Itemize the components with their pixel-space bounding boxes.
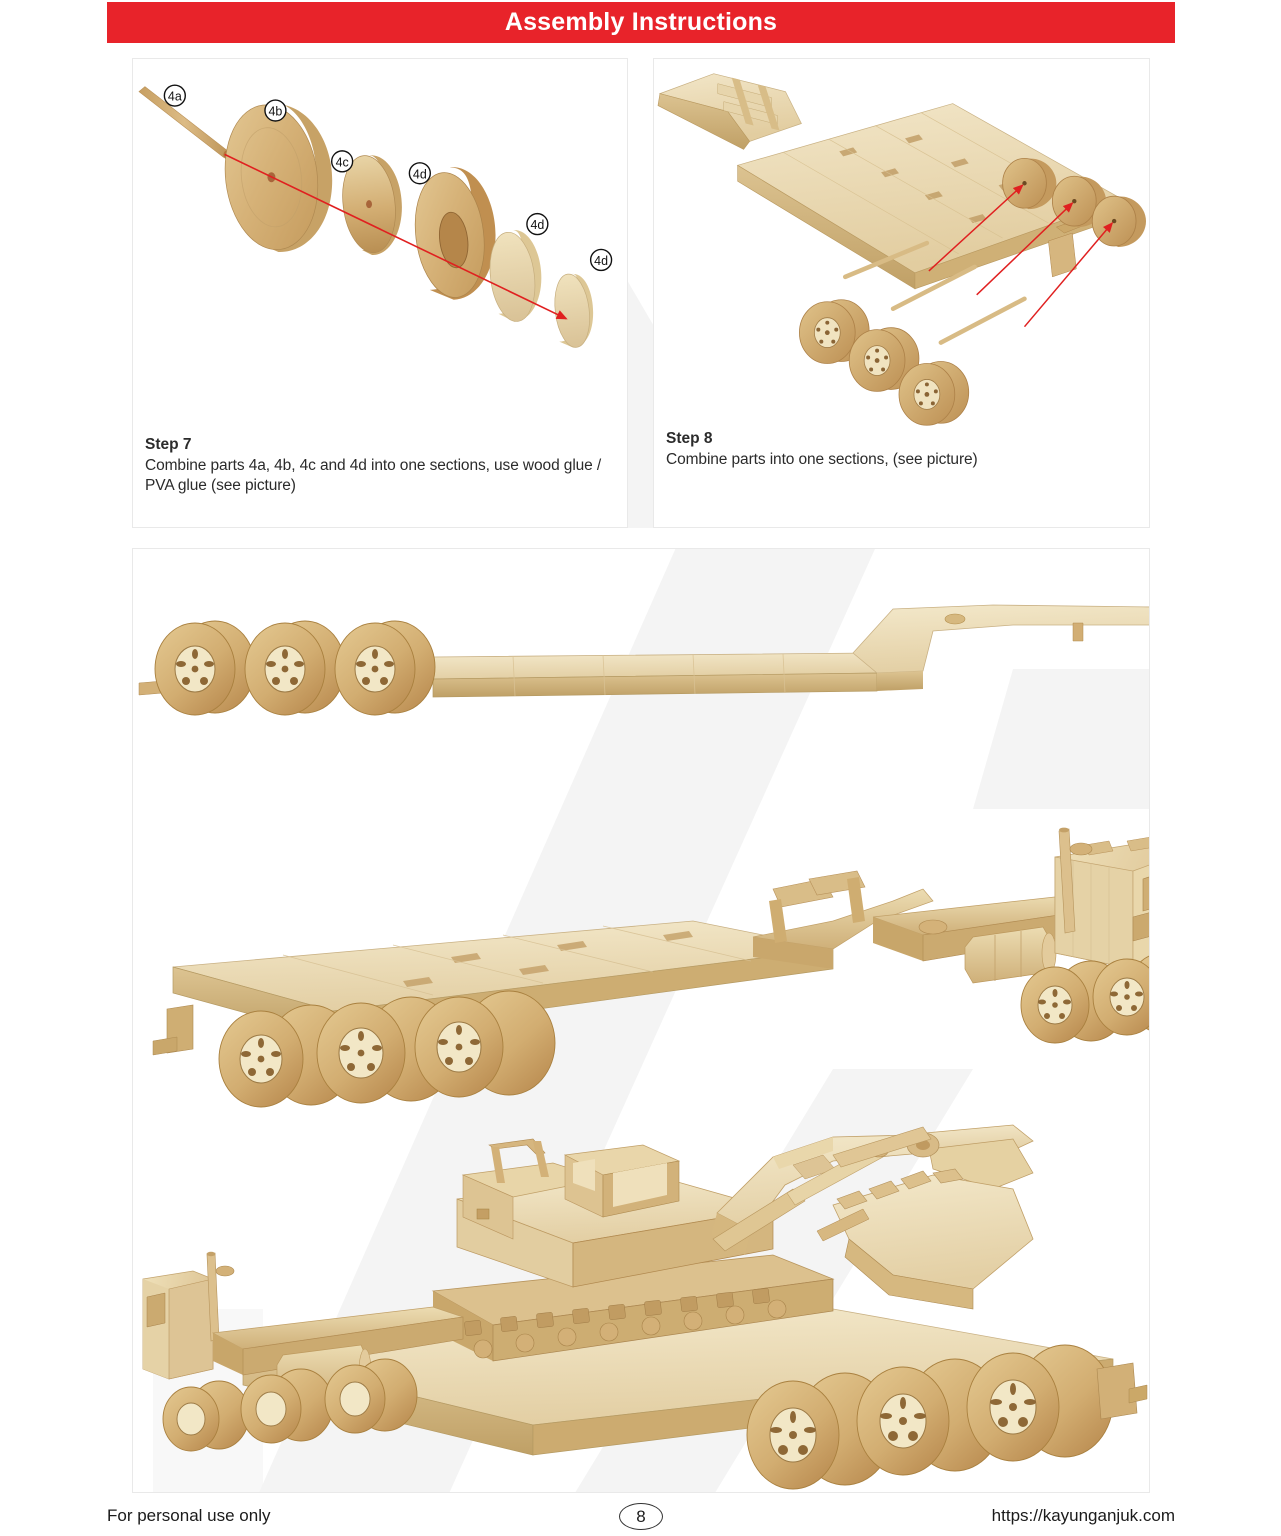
callout-4d-2: 4d: [526, 212, 549, 236]
step-7-text: Combine parts 4a, 4b, 4c and 4d into one…: [145, 456, 602, 495]
trailer-gooseneck: [657, 73, 802, 150]
gallery-item-truck-and-trailer: [152, 827, 1149, 1108]
loose-wheel-1: [1002, 157, 1057, 210]
page-title: Assembly Instructions: [504, 8, 778, 36]
step-8-caption: Step 8 Combine parts into one sections, …: [666, 427, 1139, 471]
footer-website-url[interactable]: https://kayunganjuk.com: [991, 1506, 1175, 1525]
callout-4a: 4a: [163, 84, 186, 107]
loose-wheel-3: [1091, 195, 1147, 247]
part-4d-ring-small: [554, 273, 594, 348]
step-7-figure: 4a 4b 4c 4d 4d 4d: [138, 84, 613, 348]
svg-text:4d: 4d: [530, 218, 544, 232]
gallery-figure: [138, 549, 1149, 1492]
callout-4c: 4c: [330, 150, 354, 173]
svg-text:4d: 4d: [413, 167, 427, 181]
step-7-panel: 4a 4b 4c 4d 4d 4d Ste: [132, 58, 628, 528]
page-number-badge: 8: [619, 1503, 663, 1530]
step-7-caption: Step 7 Combine parts 4a, 4b, 4c and 4d i…: [145, 433, 617, 497]
assembly-arrow-1: [928, 184, 1024, 272]
footer-usage-note: For personal use only: [107, 1506, 271, 1525]
callout-4d-3: 4d: [589, 248, 613, 272]
step-7-label: Step 7: [145, 435, 192, 453]
finished-model-gallery-panel: [132, 548, 1150, 1493]
step-8-label: Step 8: [666, 430, 713, 448]
gallery-item-loaded-excavator: [142, 1124, 1148, 1490]
step-8-figure: [657, 73, 1147, 426]
svg-text:4d: 4d: [594, 254, 608, 268]
part-4b-large-disc: [224, 103, 333, 252]
callout-4b: 4b: [264, 99, 287, 122]
gallery-item-trailer: [138, 604, 1149, 716]
assembly-arrow-3: [1023, 221, 1114, 328]
page-footer: For personal use only 8 https://kayungan…: [107, 1503, 1175, 1533]
step-8-text: Combine parts into one sections, (see pi…: [666, 451, 978, 469]
page-number: 8: [636, 1506, 646, 1526]
excavator: [431, 1124, 1034, 1362]
svg-text:4c: 4c: [336, 155, 349, 169]
step-8-panel: Step 8 Combine parts into one sections, …: [653, 58, 1150, 528]
svg-text:4b: 4b: [269, 105, 283, 119]
tractor-left: [142, 1251, 464, 1452]
page-header-banner: Assembly Instructions: [107, 2, 1175, 43]
assembly-arrow-2: [976, 202, 1074, 296]
svg-text:4a: 4a: [168, 90, 182, 104]
part-4d-ring-large: [414, 167, 496, 300]
callout-4d-1: 4d: [408, 162, 431, 185]
